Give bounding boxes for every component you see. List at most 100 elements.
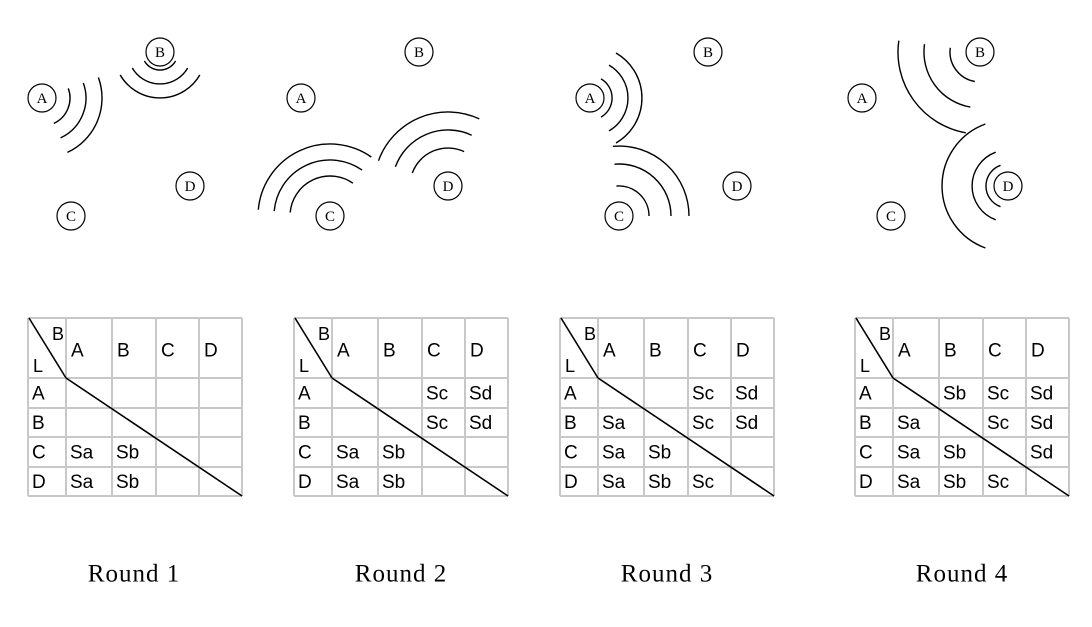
signal-wave-b-2 (923, 44, 971, 108)
column-header-d: D (736, 341, 750, 362)
column-header-a: A (898, 341, 911, 362)
table-cell: Sa (897, 472, 921, 493)
column-header-d: D (470, 341, 484, 362)
column-header-b: B (117, 341, 130, 362)
round-3-table (559, 317, 775, 497)
table-cell: Sa (602, 472, 626, 493)
table-cell: Sd (1030, 384, 1053, 405)
signal-wave-d-2 (971, 151, 996, 221)
signal-wave-a-3 (615, 52, 643, 144)
corner-label-top: B (52, 324, 64, 344)
signal-wave-c-2 (614, 163, 672, 217)
node-label: A (37, 91, 48, 107)
signal-wave-c-2 (273, 159, 363, 212)
table-cell: Sd (735, 384, 758, 405)
node-label: C (886, 209, 896, 225)
table-cell: Sc (426, 384, 448, 405)
table-cell: Sc (692, 472, 714, 493)
corner-diagonal (560, 317, 599, 379)
column-header-a: A (71, 341, 84, 362)
signal-wave-c-1 (616, 185, 650, 217)
table-cell: Sb (943, 472, 966, 493)
column-header-d: D (1031, 341, 1045, 362)
signal-wave-c-1 (289, 175, 354, 213)
node-label: B (975, 45, 985, 61)
column-header-b: B (649, 341, 662, 362)
column-header-b: B (383, 341, 396, 362)
table-cell: Sa (70, 443, 94, 464)
signal-wave-b-3 (897, 40, 966, 134)
node-label: C (614, 209, 624, 225)
round-label: Round 1 (88, 561, 180, 588)
corner-label-top: B (879, 324, 891, 344)
node-label: A (585, 91, 596, 107)
node-d: D (993, 171, 1023, 201)
table-cell: Sb (382, 472, 405, 493)
round-1-table (27, 317, 243, 497)
node-b: B (404, 37, 434, 67)
column-header-d: D (204, 341, 218, 362)
table-cell: Sb (648, 443, 671, 464)
node-label: B (155, 45, 165, 61)
table-cell: Sb (382, 443, 405, 464)
node-label: D (443, 179, 454, 195)
table-cell: Sa (602, 443, 626, 464)
row-header-a: A (32, 384, 45, 405)
corner-label-top: B (584, 324, 596, 344)
round-2-table (293, 317, 509, 497)
row-header-c: C (859, 443, 873, 464)
round-label: Round 2 (355, 561, 447, 588)
node-a: A (575, 83, 605, 113)
table-cell: Sc (987, 472, 1009, 493)
signal-wave-d-3 (941, 123, 986, 249)
signal-wave-c-3 (257, 143, 372, 210)
corner-label-bottom: L (299, 356, 309, 376)
table-cell: Sa (70, 472, 94, 493)
table-diagonal (597, 377, 775, 497)
node-d: D (722, 171, 752, 201)
row-header-c: C (298, 443, 312, 464)
row-header-b: B (564, 413, 577, 434)
column-header-c: C (988, 341, 1002, 362)
corner-diagonal (855, 317, 894, 379)
node-b: B (693, 37, 723, 67)
table-diagonal (331, 377, 509, 497)
signal-wave-a-2 (60, 82, 87, 139)
node-d: D (175, 171, 205, 201)
corner-label-top: B (318, 324, 330, 344)
node-b: B (965, 37, 995, 67)
signal-wave-b-3 (119, 74, 201, 99)
signal-wave-a-3 (67, 77, 103, 154)
node-label: B (703, 45, 713, 61)
node-b: B (145, 37, 175, 67)
signal-wave-b-2 (131, 67, 189, 85)
node-label: D (185, 179, 196, 195)
node-label: C (325, 209, 335, 225)
round-label: Round 4 (916, 561, 1008, 588)
column-header-a: A (603, 341, 616, 362)
table-cell: Sd (1030, 413, 1053, 434)
signal-wave-b-1 (949, 47, 975, 83)
row-header-b: B (298, 413, 311, 434)
node-d: D (433, 171, 463, 201)
signal-wave-b-1 (143, 60, 177, 71)
row-header-d: D (564, 472, 578, 493)
node-label: B (414, 45, 424, 61)
table-cell: Sd (469, 413, 492, 434)
signal-wave-d-1 (411, 147, 465, 174)
table-cell: Sd (735, 413, 758, 434)
row-header-d: D (298, 472, 312, 493)
table-cell: Sd (1030, 443, 1053, 464)
table-cell: Sd (469, 384, 492, 405)
row-header-b: B (32, 413, 45, 434)
table-cell: Sa (602, 413, 626, 434)
node-c: C (876, 201, 906, 231)
table-cell: Sa (336, 472, 360, 493)
table-cell: Sc (426, 413, 448, 434)
column-header-a: A (337, 341, 350, 362)
node-label: A (857, 91, 868, 107)
